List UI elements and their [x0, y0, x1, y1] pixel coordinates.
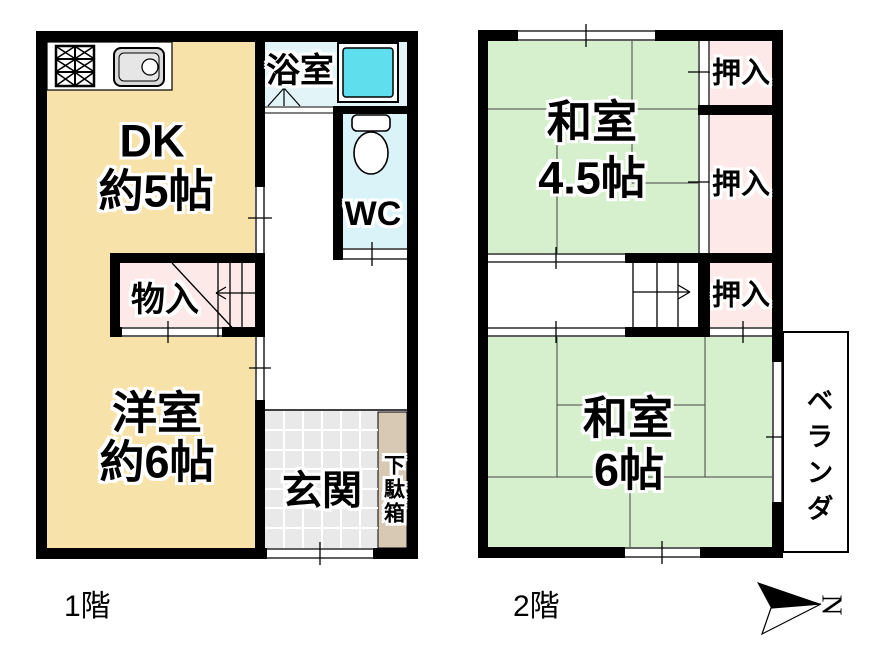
wc-door [343, 242, 407, 266]
closet2-label: 押入 [711, 168, 771, 201]
room-western-size: 約6帖 [99, 436, 215, 488]
japanese45-door [488, 247, 625, 269]
stove-icon [54, 44, 96, 88]
stairs-1f-arrow [215, 286, 258, 300]
window-2f-bottom [625, 541, 700, 564]
room-storage-label: 物入 [131, 281, 199, 319]
sink-icon [113, 47, 165, 87]
room-western-label: 洋室 [111, 387, 203, 439]
window-2f-top [518, 24, 655, 47]
room-entrance-label: 玄関 [282, 469, 362, 513]
floor1-title: 1階 [64, 590, 111, 623]
entrance-tile-grid [265, 411, 378, 548]
closet-door-strip [688, 41, 710, 253]
floor2-room-fills [488, 41, 772, 547]
floor2-title: 2階 [513, 590, 560, 623]
tatami-lines-6 [488, 337, 772, 547]
closet2-floor [710, 115, 772, 253]
closet3-floor [710, 263, 772, 327]
closet1-floor [710, 41, 772, 105]
room-storage-floor [120, 263, 255, 327]
room-japanese6-size: 6帖 [593, 444, 665, 496]
room-dk-label: DK [119, 115, 185, 167]
bathroom-door [265, 87, 333, 114]
western-room-door [249, 337, 271, 400]
closet3-door [710, 321, 772, 343]
room-japanese45-floor [488, 41, 698, 253]
stairs-2f-arrow [633, 284, 691, 300]
room-japanese45-label: 和室 [546, 96, 638, 148]
veranda-label: ベランダ [802, 386, 833, 530]
dk-hall-door [248, 187, 272, 253]
veranda-outline [782, 331, 849, 553]
closet1-label: 押入 [711, 57, 771, 90]
room-dk-size: 約5帖 [98, 165, 214, 217]
compass-north-label: N [815, 594, 848, 616]
tatami-lines-45 [488, 41, 698, 253]
kitchen-counter-icon [46, 41, 173, 91]
room-japanese45-size: 4.5帖 [538, 152, 646, 204]
floor2-plan [478, 24, 849, 564]
entrance-door [267, 542, 373, 565]
stairs-2f-icon [632, 263, 691, 327]
folding-door-icon [267, 87, 301, 107]
compass-icon [757, 582, 822, 636]
bathtub-icon [337, 42, 399, 103]
storage-door [122, 321, 222, 343]
toilet-icon [351, 114, 391, 175]
closet3-label: 押入 [711, 279, 771, 312]
room-wc-label: WC [344, 195, 402, 233]
room-bathroom-label: 浴室 [266, 52, 334, 90]
shoe-cabinet-label: 下駄箱 [381, 454, 405, 526]
stair-hall-door [488, 321, 625, 343]
room-japanese6-label: 和室 [582, 392, 674, 444]
floor1-door-openings [122, 87, 407, 565]
floor1-plan [36, 31, 418, 565]
stairs-1f-icon [171, 262, 258, 337]
